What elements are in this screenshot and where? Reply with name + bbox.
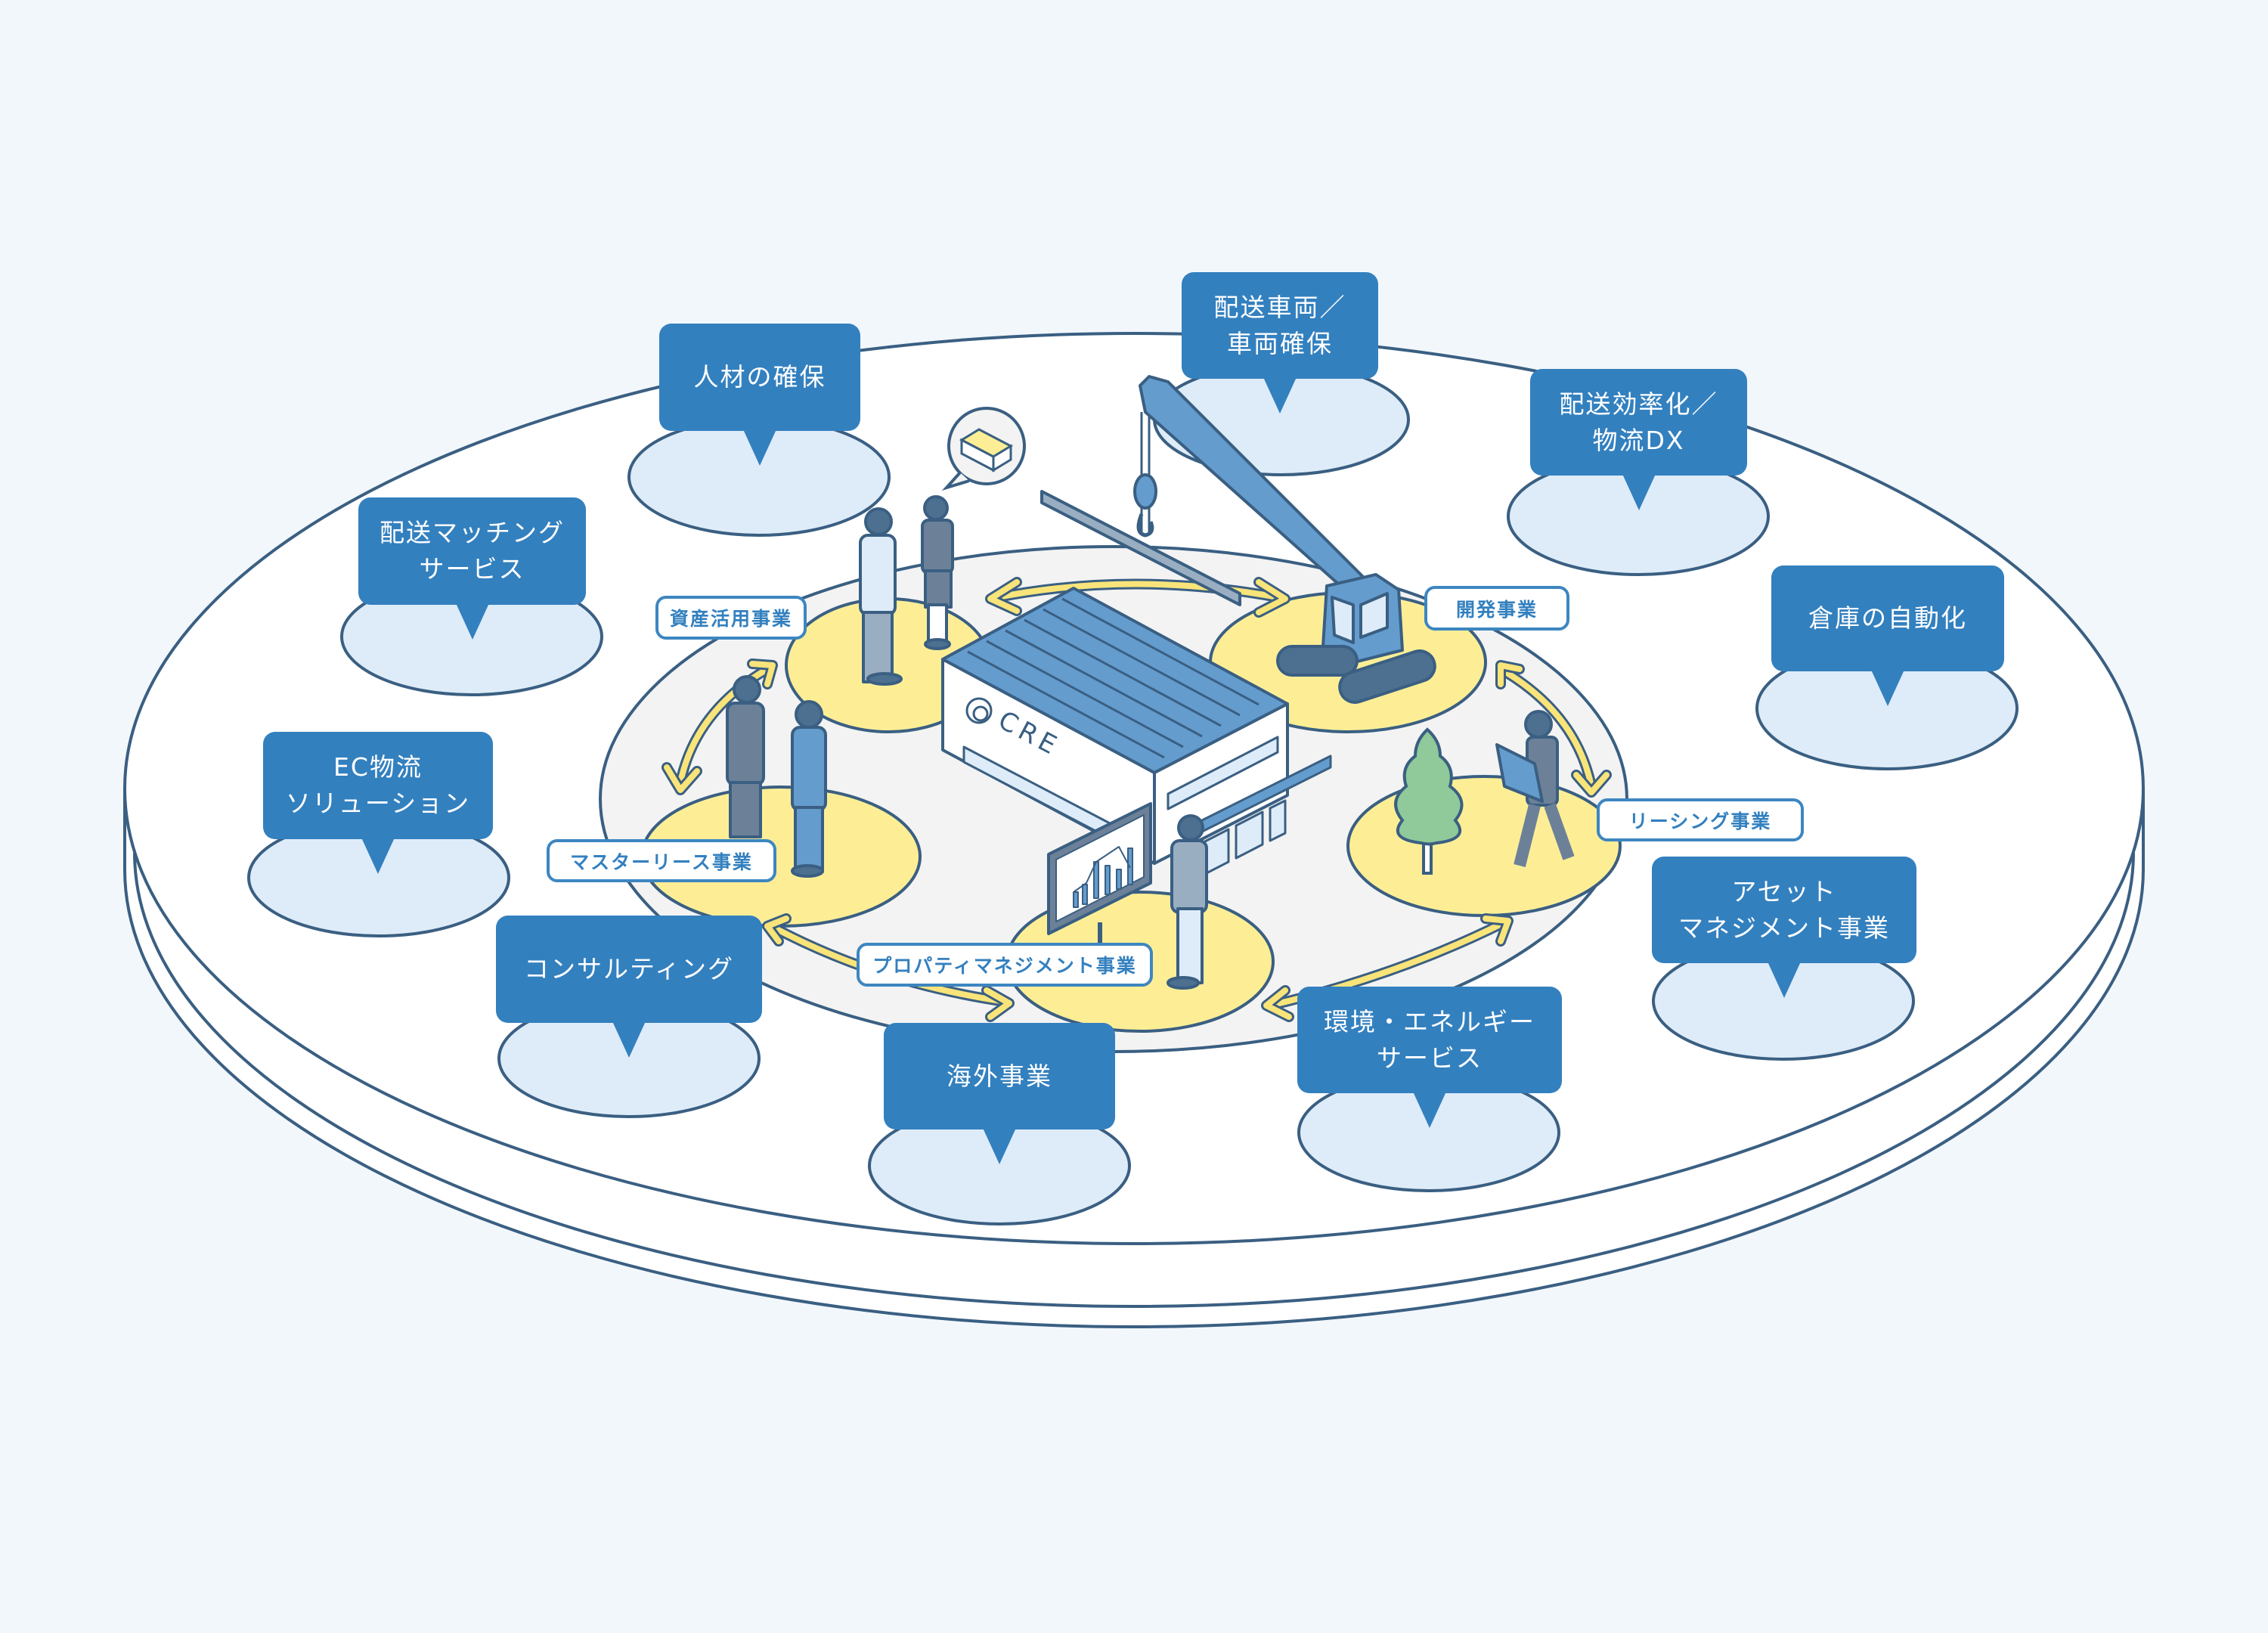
service-label: 倉庫の自動化 <box>1808 603 1967 633</box>
crane-track-left <box>1276 645 1359 677</box>
business-label-leasing[interactable]: リーシング事業 <box>1597 798 1804 841</box>
crane-window <box>1331 596 1355 644</box>
cre-logo-icon <box>965 697 993 724</box>
chart-board <box>1047 802 1152 945</box>
callout-pointer <box>361 838 395 874</box>
crane-hook-block <box>1133 473 1157 510</box>
callout-pointer <box>1622 474 1656 510</box>
service-label: 人材の確保 <box>693 362 826 392</box>
callout-pointer <box>1263 377 1297 414</box>
service-label: 環境・エネルギー サービス <box>1324 1006 1535 1073</box>
warehouse-icon <box>959 428 1014 473</box>
business-label-master-lease[interactable]: マスターリース事業 <box>547 839 776 882</box>
tree-icon <box>1394 727 1464 875</box>
zone-leasing <box>1346 775 1622 917</box>
person-presenter <box>1167 814 1208 990</box>
service-pads <box>247 363 2019 1226</box>
callout-pointer <box>1413 1092 1446 1128</box>
cre-warehouse: CRE <box>941 587 1332 877</box>
business-label-development[interactable]: 開発事業 <box>1424 586 1569 631</box>
crane-illustration <box>1040 375 1436 704</box>
service-callout-asset-management[interactable]: アセット マネジメント事業 <box>1652 857 1916 998</box>
service-label: 配送車両／ 車両確保 <box>1213 292 1346 358</box>
steel-beam <box>1040 490 1241 606</box>
service-callout-environment-energy[interactable]: 環境・エネルギー サービス <box>1297 987 1562 1128</box>
service-label: 配送マッチング サービス <box>380 518 565 584</box>
callout-pointer <box>455 603 489 640</box>
arrow-right <box>1495 660 1612 798</box>
service-callout-delivery-efficiency[interactable]: 配送効率化／ 物流DX <box>1530 369 1747 510</box>
service-callout-ec-logistics[interactable]: EC物流 ソリューション <box>263 732 493 874</box>
speech-bubble <box>941 407 1026 491</box>
service-callout-consulting[interactable]: コンサルティング <box>496 916 762 1058</box>
arrow-top <box>985 577 1290 618</box>
warehouse-roof <box>941 587 1289 774</box>
service-label: EC物流 ソリューション <box>285 752 471 818</box>
service-callout-delivery-matching[interactable]: 配送マッチング サービス <box>358 497 586 640</box>
person-handshake-right <box>791 700 827 878</box>
loading-docks <box>1201 799 1287 877</box>
business-label-property-management[interactable]: プロパティマネジメント事業 <box>857 943 1153 987</box>
callout-pointer <box>1768 962 1801 998</box>
callout-pointer <box>743 429 776 466</box>
business-label-asset-utilization[interactable]: 資産活用事業 <box>655 596 807 640</box>
people <box>726 495 1575 990</box>
service-callout-talent[interactable]: 人材の確保 <box>659 324 860 466</box>
cycle-arrows <box>662 577 1612 1022</box>
person-handshake-left <box>726 675 765 838</box>
callout-pointer <box>612 1021 646 1058</box>
service-label: コンサルティング <box>523 954 735 984</box>
service-label: アセット マネジメント事業 <box>1678 876 1890 943</box>
person-talking-woman <box>921 495 954 650</box>
service-label: 配送効率化／ 物流DX <box>1559 389 1718 455</box>
crane-hook <box>1136 513 1154 538</box>
callout-pointer <box>983 1128 1016 1164</box>
callout-pointer <box>1871 670 1904 706</box>
service-callout-warehouse-automation[interactable]: 倉庫の自動化 <box>1771 566 2004 706</box>
person-talking-man <box>859 507 903 686</box>
service-callout-overseas[interactable]: 海外事業 <box>884 1023 1115 1164</box>
person-reading-map <box>1495 710 1575 867</box>
service-callout-delivery-vehicles[interactable]: 配送車両／ 車両確保 <box>1182 272 1378 414</box>
service-label: 海外事業 <box>947 1061 1052 1091</box>
crane-track-right <box>1338 649 1436 704</box>
platform-rim-inner-line <box>133 852 2135 1308</box>
